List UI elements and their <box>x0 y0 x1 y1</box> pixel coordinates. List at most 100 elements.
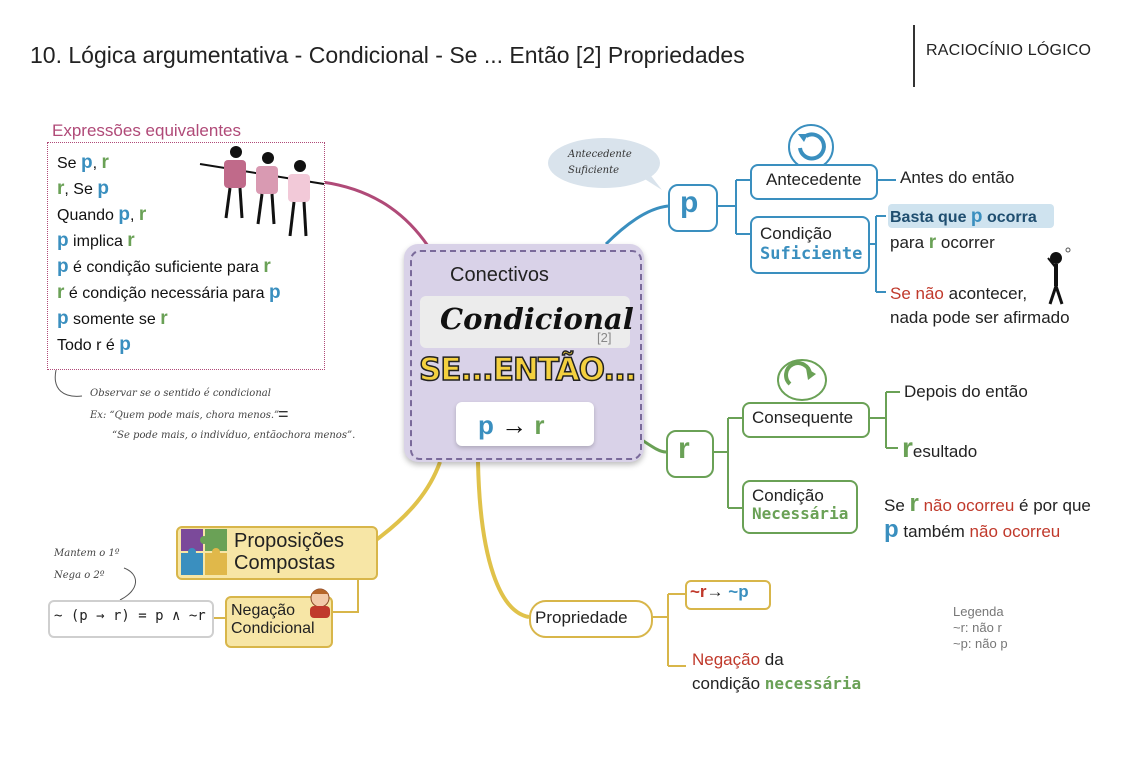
resultado-line: resultado <box>902 432 977 464</box>
sufficient-condition-box <box>750 216 870 274</box>
expression-text: Se <box>57 155 82 172</box>
highlight-bar <box>888 204 1054 228</box>
compound-label-line: Proposições <box>234 530 345 552</box>
antes-label: Antes do então <box>900 168 1015 187</box>
antecedent-box <box>750 164 878 200</box>
puzzle-icon <box>181 529 227 575</box>
var-p: p <box>884 516 899 543</box>
expression-line: p somente se r <box>57 308 168 330</box>
contrapositive-box <box>685 580 771 610</box>
node-r <box>666 430 714 478</box>
rewind-icon <box>788 124 834 170</box>
negation-line-1: Negação da <box>692 650 784 670</box>
senao-text: Se não <box>890 284 944 303</box>
node-p <box>668 184 718 232</box>
conditional-box <box>420 296 630 348</box>
expression-line: p implica r <box>57 230 135 252</box>
nada-line: nada pode ser afirmado <box>890 308 1070 327</box>
contra-arrow: → <box>706 582 729 601</box>
node-r-label: r <box>678 432 690 465</box>
deny-second-note: Nega o 2º <box>54 570 105 581</box>
expression-line: Todo r é p <box>57 334 131 356</box>
expression-line: p é condição suficiente para r <box>57 256 271 278</box>
expressions-box <box>47 142 325 370</box>
formula-arrow: → <box>501 410 528 440</box>
expression-text: implica <box>68 233 128 250</box>
expression-text: é condição necessária para <box>64 285 269 302</box>
header-divider <box>913 25 915 87</box>
legend-r: ~r: não r <box>953 620 1002 635</box>
people-illustration <box>199 146 325 237</box>
negation-formula: ~ (p → r) = p ∧ ~r <box>54 608 206 624</box>
var-p: p <box>57 256 69 277</box>
para-text: para <box>890 233 929 252</box>
formula-box <box>456 402 594 446</box>
var-r: r <box>138 204 147 225</box>
sufficient-condition-label: Condição <box>760 224 832 243</box>
var-p: p <box>118 204 130 225</box>
bubble-line: Suficiente <box>568 165 620 176</box>
var-r: r <box>263 256 271 277</box>
note-example: Ex: “Quem pode mais, chora menos.” <box>90 410 280 421</box>
subject-label: RACIOCÍNIO LÓGICO <box>926 42 1092 59</box>
para-line: para r ocorrer <box>890 232 995 254</box>
sufficient-label: Suficiente <box>760 244 863 264</box>
var-p: p <box>57 230 69 251</box>
property-box <box>529 600 653 638</box>
surprised-person-icon <box>310 588 330 618</box>
var-r: r <box>127 230 135 251</box>
var-r: r <box>902 432 913 463</box>
expression-text: Todo r é <box>57 337 120 354</box>
contra-not-p: ~p <box>728 582 749 601</box>
expression-line: r é condição necessária para p <box>57 282 281 304</box>
var-p: p <box>970 206 983 227</box>
necessary-label: Necessária <box>752 504 849 523</box>
conditional-title: Condicional <box>440 302 634 336</box>
thinking-person-icon <box>1047 247 1071 305</box>
depois-label: Depois do então <box>904 382 1028 401</box>
note-example-2: “Se pode mais, o indivíduo, entãochora m… <box>112 430 356 441</box>
nao-ocorreu-text: não ocorreu <box>969 522 1061 541</box>
var-r: r <box>57 282 65 303</box>
se-entao-title: SE...ENTÃO... <box>418 351 637 389</box>
legend: Legenda~r: não r~p: não p <box>953 604 1008 652</box>
expression-line: Se p, r <box>57 152 109 174</box>
nao-ocorreu-text: não ocorreu <box>918 496 1015 515</box>
tambem-line: p também não ocorreu <box>884 516 1060 544</box>
legend-p: ~p: não p <box>953 636 1008 651</box>
expression-line: Quando p, r <box>57 204 146 226</box>
var-r: r <box>101 152 109 173</box>
necessary-condition-label: Condição <box>752 486 824 505</box>
se-text: Se <box>884 496 910 515</box>
expression-text: é condição suficiente para <box>68 259 264 276</box>
porque-text: é por que <box>1014 496 1091 515</box>
conditional-sup: [2] <box>597 330 612 345</box>
consequent-box <box>742 402 870 438</box>
speech-bubble <box>548 138 660 188</box>
var-p: p <box>81 152 93 173</box>
var-r: r <box>57 178 65 199</box>
contra-not-r: ~r <box>690 582 707 601</box>
se-line: Se r não ocorreu é por que <box>884 490 1091 518</box>
para-text: ocorrer <box>936 233 995 252</box>
senao-line: Se não acontecer, <box>890 284 1027 304</box>
var-p: p <box>57 308 69 329</box>
necessaria-text: necessária <box>764 674 862 693</box>
negation-formula-box <box>48 600 214 638</box>
note-equals: = <box>278 404 289 424</box>
contrapositive: ~r→ ~p <box>690 582 749 602</box>
note-observe: Observar se o sentido é condicional <box>90 388 271 399</box>
forward-icon <box>777 359 827 401</box>
formula: p → r <box>478 410 544 441</box>
property-label: Propriedade <box>535 608 628 627</box>
tambem-text: também <box>898 522 970 541</box>
resultado-text: esultado <box>912 442 978 461</box>
node-p-label: p <box>680 186 699 219</box>
da-text: da <box>760 650 784 669</box>
keep-first-note: Mantem o 1º <box>54 548 120 559</box>
var-p: p <box>119 334 131 355</box>
formula-r: r <box>534 410 545 440</box>
